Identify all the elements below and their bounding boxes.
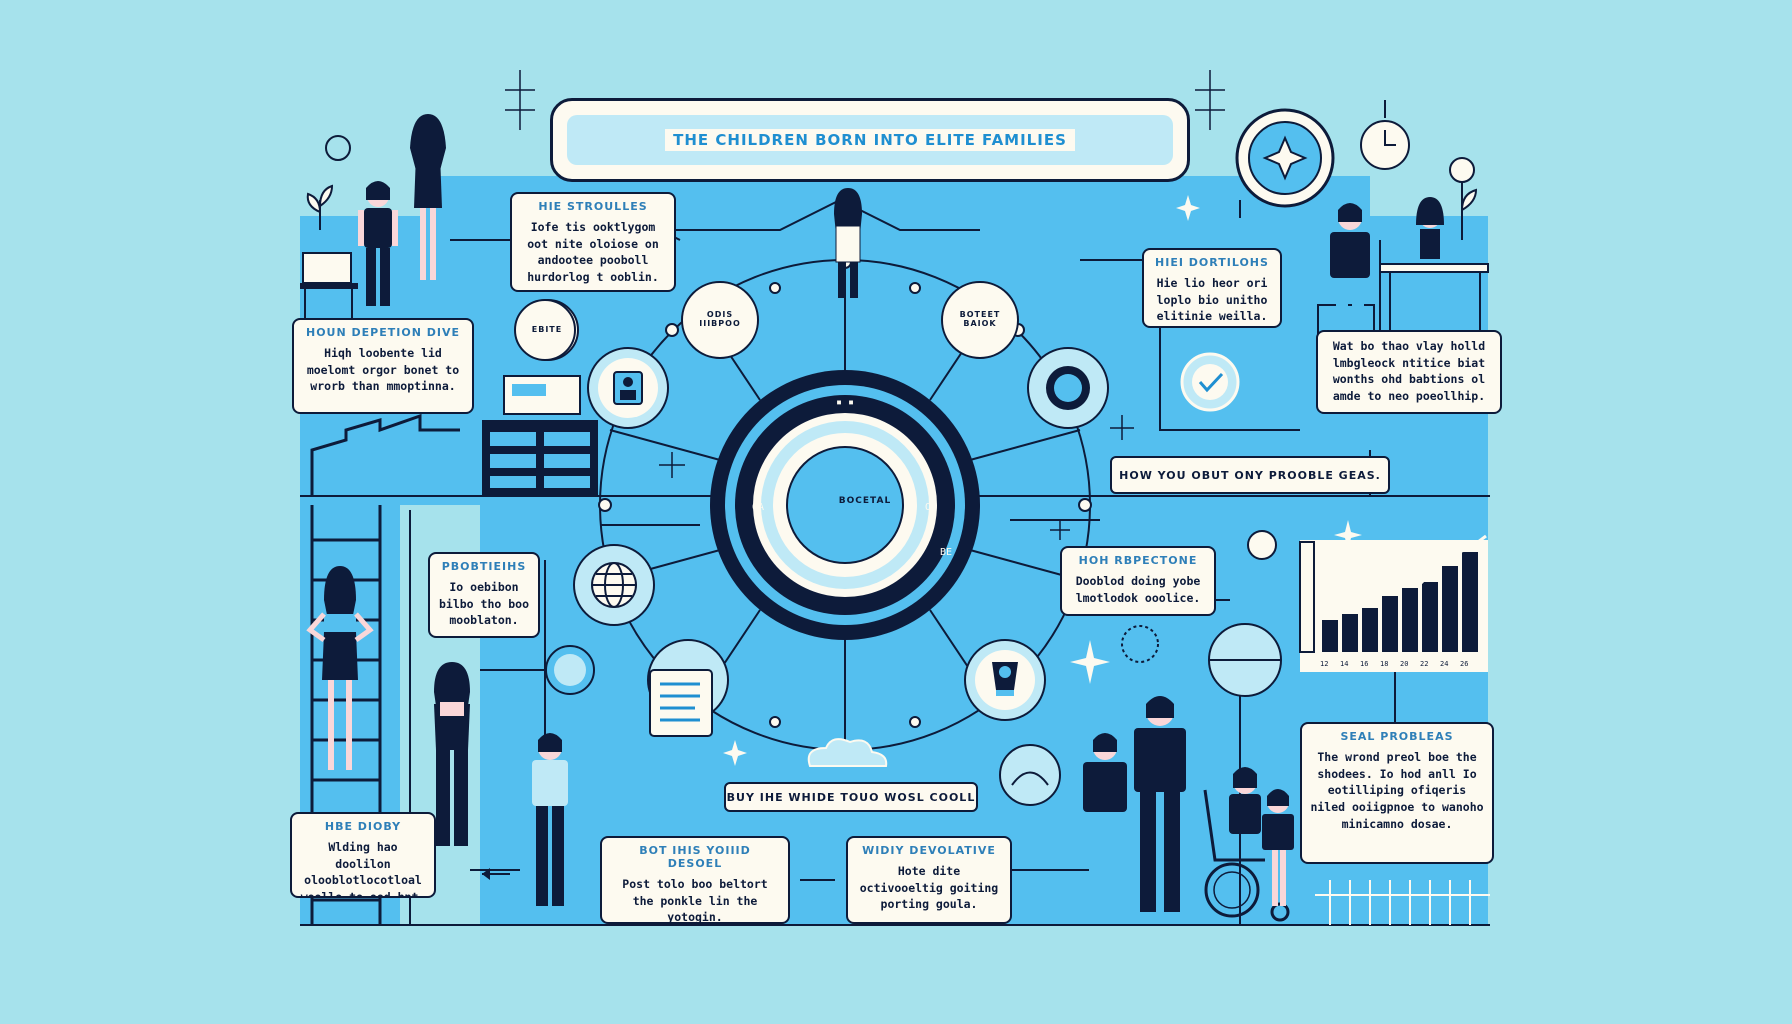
check-icon (1180, 352, 1240, 412)
svg-text:22: 22 (1420, 660, 1428, 668)
card-mid-left-title: PBOBTIEIHS (441, 560, 527, 573)
card-bottom-c1-body: Post tolo boo beltort the ponkle lin the… (622, 877, 768, 924)
svg-text:18: 18 (1380, 660, 1388, 668)
card-bottom-right-body: The wrond preol boe the shodees. Io hod … (1310, 750, 1484, 831)
card-right-1-body: Hie lio heor ori loplo bio unitho elitin… (1156, 276, 1268, 324)
plant-icon (306, 157, 1478, 240)
compass-icon (1235, 108, 1335, 208)
card-right-1-title: HIEI DORTILOHS (1155, 256, 1269, 269)
card-bottom-c2-title: WIDIY DEVOLATIVE (862, 844, 996, 857)
sparkle-icon (723, 195, 1362, 766)
node-label-2: BOTEET BAIOK (959, 310, 1001, 328)
card-mid-left-body: Io oebibon bilbo tho boo mooblaton. (438, 580, 529, 628)
card-mid-right-body: Dooblod doing yobe lmotlodok ooolice. (1075, 574, 1201, 605)
card-left-1-body: Hiqh loobente lid moelomt orgor bonet to… (306, 346, 460, 394)
svg-text:OA: OA (752, 502, 764, 513)
svg-text:BE: BE (940, 547, 952, 558)
svg-text:16: 16 (1360, 660, 1368, 668)
card-bottom-left: HBE DIOBY Wlding hao doolilon olooblotlo… (290, 812, 436, 898)
svg-text:20: 20 (1400, 660, 1408, 668)
card-bottom-c1: BOT IHIS YOIIID DESOEL Post tolo boo bel… (600, 836, 790, 924)
svg-text:12: 12 (1320, 660, 1328, 668)
bar-chart-icon: 12 14 16 18 20 22 24 26 (1299, 534, 1488, 672)
card-left-1: HOUN DEPETION DIVE Hiqh loobente lid moe… (292, 318, 474, 414)
page-title: THE CHILDREN BORN INTO ELITE FAMILIES (665, 129, 1075, 151)
node-label-1: ODIS IIIBPOO (699, 310, 741, 328)
card-bottom-left-body: Wlding hao doolilon olooblotlocotloal wo… (300, 840, 426, 898)
globe-icon (591, 562, 637, 608)
svg-text:26: 26 (1460, 660, 1468, 668)
people (306, 114, 1444, 912)
svg-text:OO: OO (925, 502, 937, 513)
svg-text:14: 14 (1340, 660, 1348, 668)
card-mid-right-title: HOH RBPECTONE (1078, 554, 1198, 567)
document-card (649, 669, 713, 737)
card-right-2-body: Wat bo thao vlay holld lmbgleock ntitice… (1332, 339, 1486, 404)
card-bottom-left-title: HBE DIOBY (324, 820, 402, 833)
card-bottom-c2: WIDIY DEVOLATIVE Hote dite octivooeltig … (846, 836, 1012, 924)
target-icon (545, 530, 1282, 806)
card-bottom-c1-title: BOT IHIS YOIIID DESOEL (639, 844, 751, 870)
svg-text:24: 24 (1440, 660, 1448, 668)
central-hub: ▪ ▪ OA OO BE (710, 370, 980, 640)
award-icon (992, 662, 1018, 696)
node-label-3: EBITE (531, 324, 563, 334)
card-mid-left: PBOBTIEIHS Io oebibon bilbo tho boo moob… (428, 552, 540, 638)
cross-marks (505, 70, 1225, 540)
card-top-left-title: HIE STROULLES (538, 200, 648, 213)
card-left-1-title: HOUN DEPETION DIVE (306, 326, 460, 339)
card-right-1: HIEI DORTILOHS Hie lio heor ori loplo bi… (1142, 248, 1282, 328)
card-mid-right: HOH RBPECTONE Dooblod doing yobe lmotlod… (1060, 546, 1216, 616)
card-top-left-body: Iofe tis ooktlygom oot nite oloiose on a… (527, 220, 659, 285)
title-banner: THE CHILDREN BORN INTO ELITE FAMILIES (550, 98, 1190, 182)
card-right-2: Wat bo thao vlay holld lmbgleock ntitice… (1316, 330, 1502, 414)
pill-how-you: HOW YOU OBUT ONY PROOBLE GEAS. (1110, 456, 1390, 494)
hub-label: BOCETAL (838, 496, 892, 506)
cloud-icon (807, 738, 888, 767)
card-top-left: HIE STROULLES Iofe tis ooktlygom oot nit… (510, 192, 676, 292)
desk-left (300, 252, 598, 496)
card-bottom-right-title: SEAL PROBLEAS (1340, 730, 1454, 743)
card-bottom-right: SEAL PROBLEAS The wrond preol boe the sh… (1300, 722, 1494, 864)
pill-buy-line: BUY IHE WHIDE TOUO WOSL COOLL (724, 782, 978, 812)
clock-icon (1360, 100, 1410, 170)
fence (1315, 880, 1490, 925)
gear-icon-left (325, 135, 576, 361)
svg-text:▪ ▪: ▪ ▪ (836, 397, 854, 408)
person-icon (613, 371, 643, 405)
card-bottom-c2-body: Hote dite octivooeltig goiting porting g… (859, 864, 999, 912)
